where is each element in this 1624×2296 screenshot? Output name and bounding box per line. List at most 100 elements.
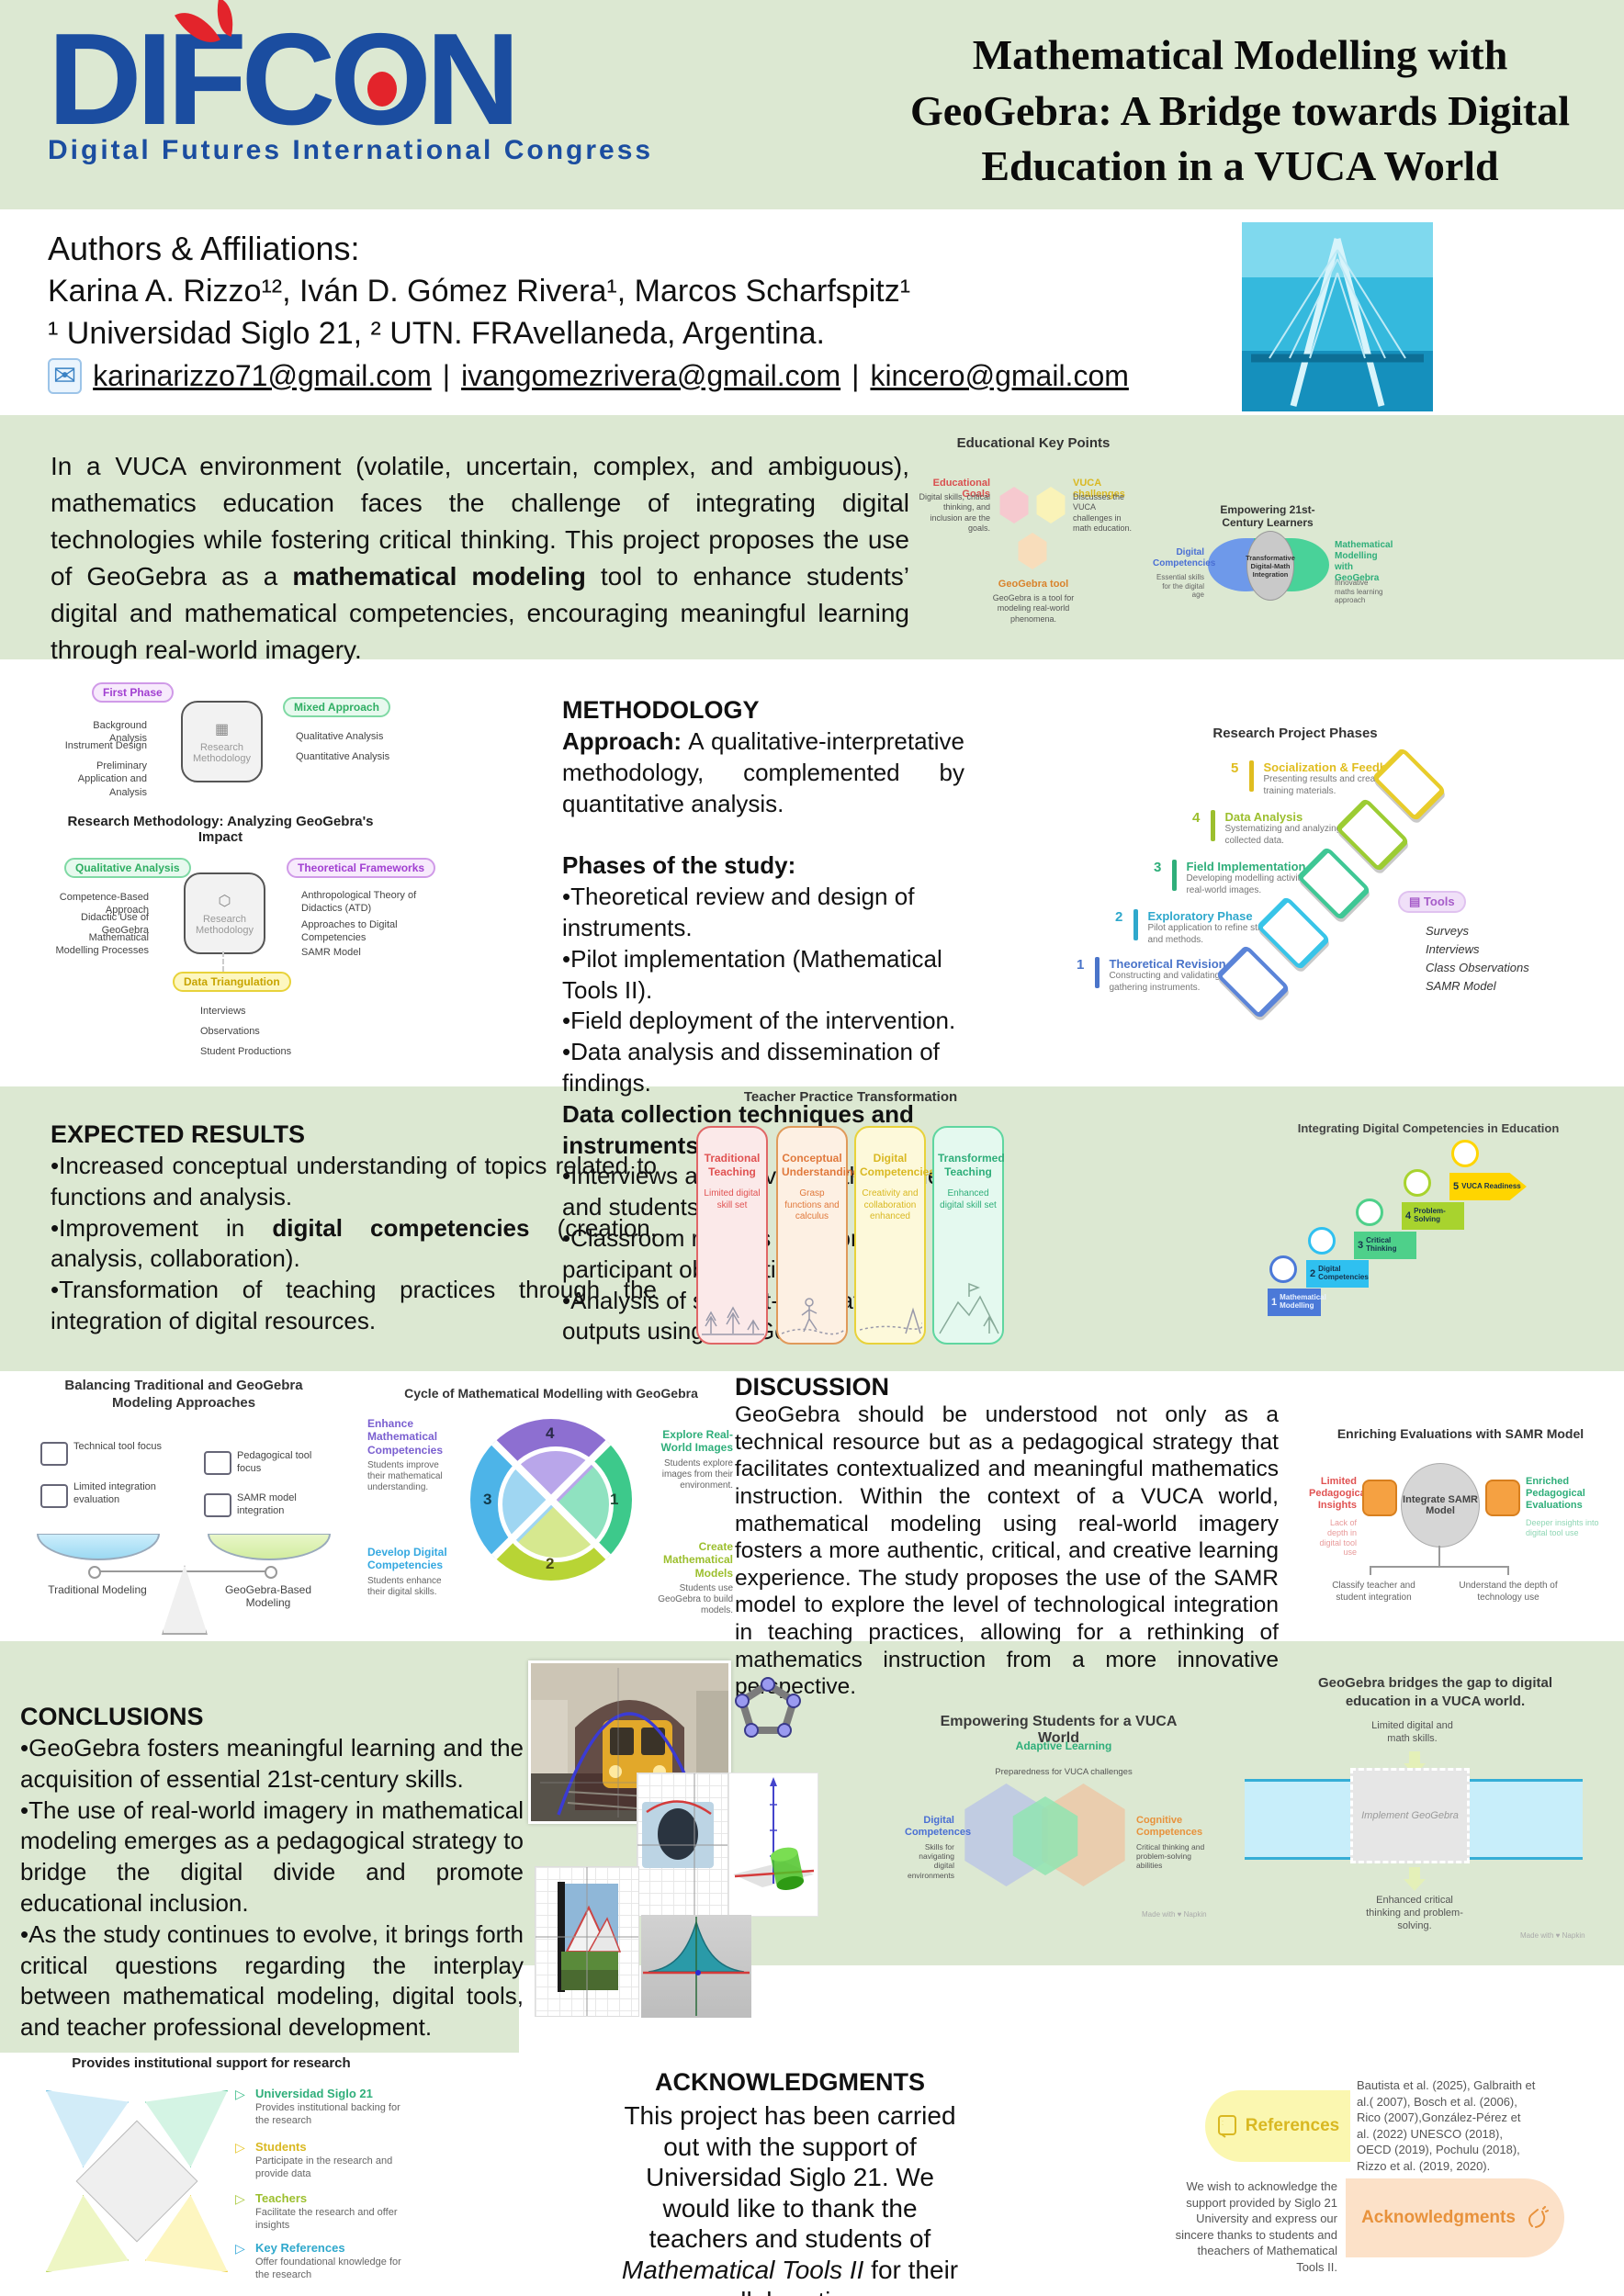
acknowledgments-side-text: We wish to acknowledge the support provi… [1175, 2179, 1337, 2274]
expected-bullet: •Increased conceptual understanding of t… [51, 1152, 657, 1210]
expected-heading: EXPECTED RESULTS [51, 1120, 306, 1148]
triangle-bullet-icon: ▷ [235, 2087, 245, 2101]
step-badge-icon [1269, 1255, 1297, 1283]
phase-bullet: •Data analysis and dissemination of find… [562, 1038, 940, 1097]
cycle-desc: Students enhance their digital skills. [367, 1575, 442, 1597]
geogebra-hexagon-icon [1018, 533, 1047, 569]
difcon-logo: DIFCON Digital Futures International Con… [48, 0, 653, 166]
phase-label: Field Implementation [1186, 860, 1306, 873]
students-top-label: Adaptive Learning [1015, 1739, 1112, 1752]
water-left [1245, 1779, 1355, 1860]
cycle-label-text: Enhance Mathematical Competencies [367, 1417, 444, 1457]
connector [1370, 1566, 1509, 1568]
support-item-1: ▷ Universidad Siglo 21 Provides institut… [235, 2087, 407, 2128]
geogebra-curve-screenshot [641, 1915, 751, 2018]
support-desc: Provides institutional backing for the r… [255, 2102, 400, 2126]
hiker-doodle [782, 1298, 844, 1335]
methodology-map-2: Qualitative Analysis Competence-Based Ap… [55, 843, 441, 1073]
tool-item: Class Observations [1426, 961, 1529, 975]
balance-left-label: Traditional Modeling [48, 1583, 147, 1596]
theoretical-frameworks-badge: Theoretical Frameworks [287, 858, 436, 878]
support-desc: Facilitate the research and offer insigh… [255, 2207, 398, 2231]
email-link-2[interactable]: ivangomezrivera@gmail.com [461, 359, 841, 392]
students-title: Empowering Students for a VUCA World [940, 1714, 1178, 1746]
phase-label: Socialization & Feedback [1263, 760, 1407, 774]
email-icon: ✉ [48, 358, 83, 394]
map2-bottom-item: Observations [200, 1026, 260, 1037]
step-label: Mathematical Modelling [1280, 1293, 1326, 1310]
geogebra-logo-art [735, 1677, 801, 1738]
ack-post: for their collaboration. [714, 2255, 959, 2296]
map2-left-item: Mathematical Modelling Processes [55, 932, 150, 957]
geogebra-tent-screenshot [535, 1866, 639, 2017]
geogebra-mate-screenshot [637, 1773, 728, 1917]
abstract-post: tool to enhance students’ digital and ma… [51, 562, 910, 665]
map1-right-item: Quantitative Analysis [296, 751, 390, 762]
phase-label: Exploratory Phase [1147, 909, 1253, 923]
header-band [0, 0, 1624, 209]
support-item-2: ▷ Students Participate in the research a… [235, 2140, 407, 2181]
cycle-label-text: Develop Digital Competencies [367, 1546, 447, 1572]
bridge-center-box: Implement GeoGebra [1350, 1768, 1470, 1863]
phase-bar [1211, 810, 1215, 841]
map-section-title: Research Methodology: Analyzing GeoGebra… [67, 814, 374, 845]
cycle-title: Cycle of Mathematical Modelling with Geo… [404, 1386, 698, 1401]
conclusion-bullet: •GeoGebra fosters meaningful learning an… [20, 1734, 524, 1793]
balancing-diagram: Balancing Traditional and GeoGebra Model… [28, 1376, 340, 1642]
grid-icon: ▦ [214, 721, 230, 737]
step-number: 5 [1453, 1180, 1460, 1192]
phase-number: 5 [1231, 760, 1239, 776]
card-desc: Limited digital skill set [704, 1188, 761, 1210]
edu-vuca-label: VUCA challenges [1073, 478, 1125, 500]
map1-center-node: ▦ Research Methodology [181, 701, 263, 782]
balance-left-item: Technical tool focus [73, 1441, 162, 1452]
conclusions-band-extension [0, 1965, 519, 2053]
scale-pivot [265, 1566, 277, 1579]
transformation-card-transformed: Transformed Teaching Enhanced digital sk… [932, 1126, 1005, 1345]
approach-text: A qualitative-interpretative methodology… [562, 727, 964, 817]
cycle-label-text: Explore Real-World Images [660, 1428, 733, 1455]
scale-pan-left [37, 1534, 160, 1560]
learners-center-label: Transformative Digital-Math Integration [1246, 531, 1295, 601]
step-label: Digital Competencies [1318, 1265, 1369, 1281]
tools-icon: ▤ [1409, 895, 1424, 908]
map2-bottom-item: Interviews [200, 1006, 246, 1017]
edu-goals-label: Educational Goals [932, 478, 990, 500]
acknowledgments-text: This project has been carried out with t… [611, 2100, 969, 2296]
map1-left-item: Background Analysis [93, 720, 147, 745]
support-desc: Offer foundational knowledge for the res… [255, 2257, 401, 2280]
toolbox-icon [40, 1442, 68, 1466]
expected-bullet: •Improvement in digital competencies (cr… [51, 1213, 657, 1276]
triangle-bullet-icon: ▷ [235, 2241, 245, 2256]
phase-number: 1 [1077, 957, 1085, 973]
first-phase-badge: First Phase [92, 682, 174, 703]
students-left-desc: Skills for navigating digital environmen… [907, 1842, 954, 1880]
ack-italic: Mathematical Tools II [621, 2255, 864, 2284]
card-label: Transformed Teaching [938, 1152, 1005, 1178]
vuca-hexagon-icon [1036, 487, 1066, 523]
stair-diamond-3 [1296, 846, 1371, 921]
email-link-3[interactable]: kincero@gmail.com [870, 359, 1129, 392]
tool-item: Interviews [1426, 942, 1480, 957]
phase-number: 4 [1192, 810, 1201, 826]
references-badge: References [1205, 2090, 1350, 2162]
map2-center-label: Research Methodology [196, 913, 254, 936]
samr-left-label: Limited Pedagogical Insights [1309, 1476, 1369, 1512]
edu-title: Educational Key Points [956, 435, 1111, 451]
cycle-num-1: 1 [610, 1491, 619, 1508]
tools-label: Tools [1423, 895, 1455, 908]
authors-heading: Authors & Affiliations: [48, 230, 360, 267]
references-text: Bautista et al. (2025), Galbraith et al.… [1357, 2078, 1536, 2173]
learners-right-desc: Innovative maths learning approach [1335, 579, 1383, 605]
email-link-1[interactable]: karinarizzo71@gmail.com [93, 359, 432, 392]
mate-art [637, 1773, 727, 1916]
bridge-bottom-text: Enhanced critical thinking and problem-s… [1366, 1895, 1463, 1931]
connector [222, 951, 224, 972]
email-separator: | [851, 359, 860, 392]
phase-desc: Pilot application to refine strategies a… [1147, 923, 1291, 945]
map1-right-item: Qualitative Analysis [296, 731, 384, 742]
